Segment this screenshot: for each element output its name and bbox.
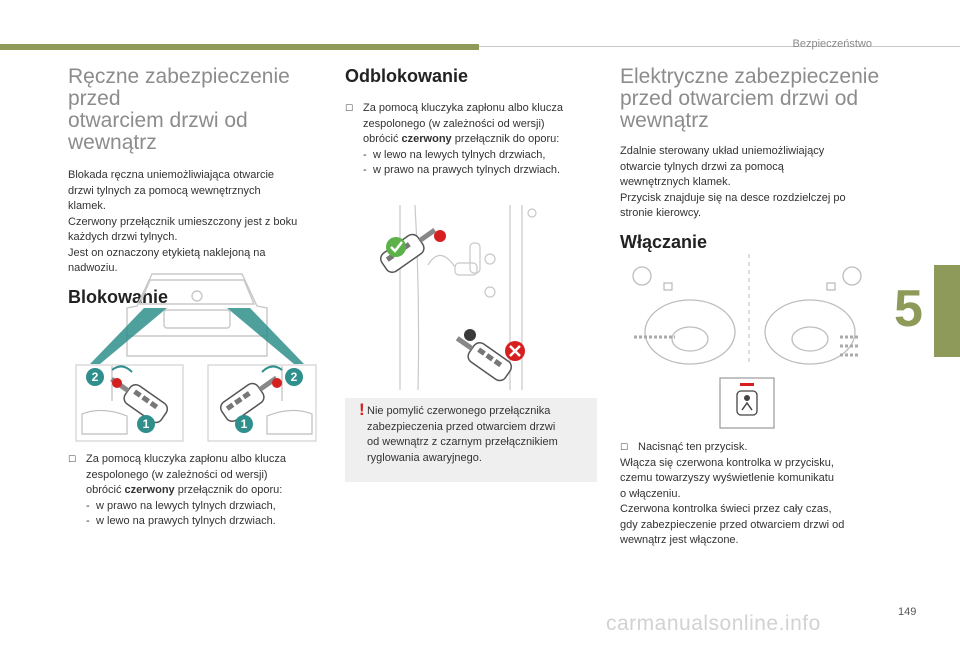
- subheading-unlocking: Odblokowanie: [345, 66, 469, 86]
- locking-instructions: ☐ Za pomocą kluczyka zapłonu albo klucza…: [68, 452, 330, 530]
- step-badge-2-right: 2: [285, 368, 303, 386]
- subheading-activation: Włączanie: [620, 231, 708, 252]
- exclamation-icon: !: [359, 400, 365, 419]
- unlocking-section: Odblokowanie ☐ Za pomocą kluczyka zapłon…: [345, 66, 600, 179]
- vent-grilles: [634, 335, 860, 357]
- subheading-locking: Blokowanie: [68, 286, 169, 307]
- locking-illustration: 2 1 2 1: [75, 273, 317, 442]
- svg-text:1: 1: [241, 417, 248, 431]
- header-divider: [479, 46, 960, 47]
- red-switch-top: [434, 230, 446, 242]
- page-number: 149: [898, 606, 917, 618]
- red-switch-right: [272, 378, 282, 388]
- child-icon: [744, 395, 750, 401]
- steering-wheel-right: [764, 266, 862, 365]
- cross-icon: [505, 341, 525, 361]
- key-fob-right: [219, 375, 278, 423]
- key-fob-unlock-wrong: [455, 336, 513, 382]
- dash-item: -w lewo na prawych tylnych drzwiach.: [86, 515, 276, 527]
- svg-text:2: 2: [291, 370, 298, 384]
- section-title: Bezpieczeństwo: [792, 38, 873, 50]
- chapter-tab: [934, 265, 960, 357]
- chapter-number: 5: [894, 280, 923, 338]
- rotate-arrow-right: [261, 365, 283, 373]
- watermark: carmanualsonline.info: [606, 612, 821, 635]
- warning-text: Nie pomylić czerwonego przełącznika zabe…: [367, 405, 558, 464]
- svg-text:2: 2: [92, 370, 99, 384]
- dash-item: -w prawo na lewych tylnych drzwiach,: [86, 499, 276, 512]
- black-switch: [464, 329, 476, 341]
- step-badge-1-left: 1: [137, 415, 155, 433]
- check-icon: [386, 237, 406, 257]
- activation-description: Włącza się czerwona kontrolka w przycisk…: [620, 456, 845, 547]
- child-lock-button: [719, 377, 775, 429]
- manual-child-lock-section: Ręczne zabezpieczenie przed otwarciem dr…: [68, 66, 330, 308]
- rotate-arrow-left: [111, 365, 133, 373]
- section-intro: Zdalnie sterowany układ uniemożliwiający…: [620, 145, 846, 219]
- header-accent-bar: [0, 44, 479, 50]
- section-heading: Elektryczne zabezpieczenie przed otwarci…: [620, 65, 880, 132]
- instruction-item: ☐ Za pomocą kluczyka zapłonu albo klucza…: [68, 452, 330, 530]
- dashboard-illustration: [632, 254, 862, 429]
- activation-instructions: ☐ Nacisnąć ten przycisk. Włącza się czer…: [620, 440, 880, 549]
- electric-child-lock-section: Elektryczne zabezpieczenie przed otwarci…: [620, 66, 880, 253]
- dash-item: -w lewo na lewych tylnych drzwiach,: [363, 148, 546, 161]
- svg-text:1: 1: [143, 417, 150, 431]
- checkbox-bullet-icon: ☐: [68, 454, 77, 464]
- red-switch-left: [112, 378, 122, 388]
- section-heading: Ręczne zabezpieczenie przed otwarciem dr…: [68, 65, 290, 154]
- instruction-item: ☐ Nacisnąć ten przycisk.: [620, 440, 880, 456]
- section-intro: Blokada ręczna uniemożliwiająca otwarcie…: [68, 169, 298, 274]
- checkbox-bullet-icon: ☐: [620, 442, 629, 452]
- warning-box: ! Nie pomylić czerwonego przełącznika za…: [345, 398, 597, 482]
- left-pointer: [90, 308, 167, 364]
- instruction-item: ☐ Za pomocą kluczyka zapłonu albo klucza…: [345, 101, 600, 179]
- unlocking-illustration: [379, 205, 537, 390]
- step-badge-1-right: 1: [235, 415, 253, 433]
- red-indicator-light: [740, 383, 754, 386]
- steering-wheel-left: [632, 266, 736, 365]
- checkbox-bullet-icon: ☐: [345, 103, 354, 113]
- right-pointer: [227, 308, 304, 364]
- dash-item: -w prawo na prawych tylnych drzwiach.: [363, 164, 561, 176]
- step-badge-2-left: 2: [86, 368, 104, 386]
- door-edge-drawing: [399, 205, 537, 390]
